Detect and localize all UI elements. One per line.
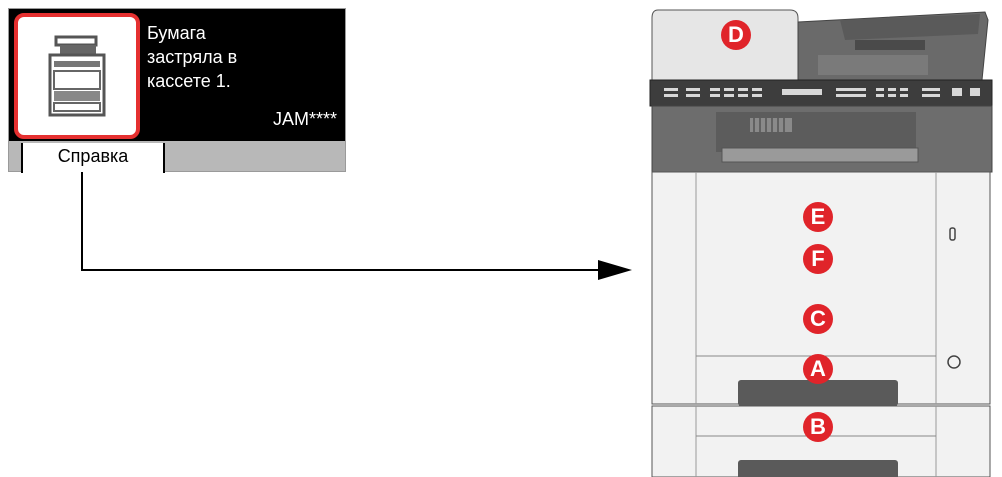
marker-d: D: [721, 20, 751, 50]
lcd-panel: Бумага застряла в кассете 1. JAM**** Спр…: [8, 8, 346, 173]
help-button[interactable]: Справка: [21, 143, 165, 173]
jam-message-line-3: кассете 1.: [147, 71, 231, 91]
marker-b: B: [803, 412, 833, 442]
marker-f: F: [803, 244, 833, 274]
jam-message: Бумага застряла в кассете 1.: [147, 21, 343, 93]
marker-a: A: [803, 354, 833, 384]
jam-message-line-2: застряла в: [147, 47, 238, 67]
jam-message-line-1: Бумага: [147, 23, 206, 43]
printer-illustration: [649, 9, 993, 477]
marker-e: E: [803, 202, 833, 232]
printer-icon: [48, 35, 106, 117]
jam-code: JAM****: [272, 109, 337, 129]
marker-c: C: [803, 304, 833, 334]
printer-icon-highlight: [14, 13, 140, 139]
